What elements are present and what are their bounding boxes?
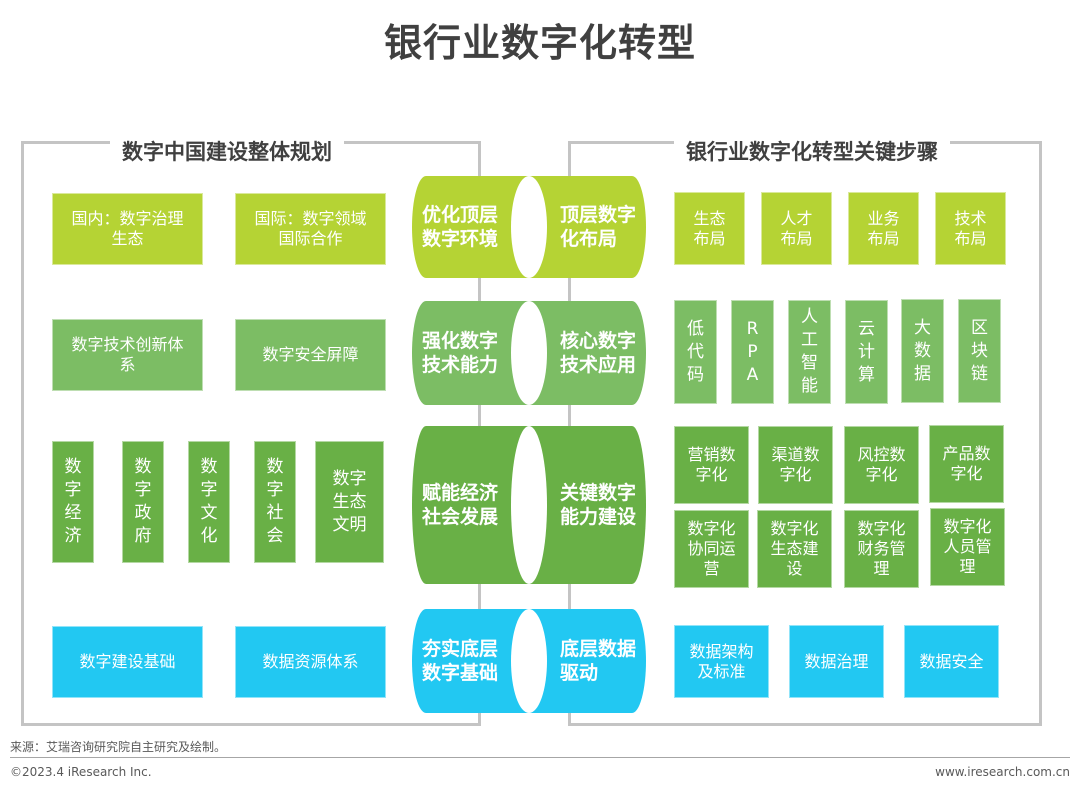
- left-row2-box-1: 数字技术创新体系: [52, 319, 203, 391]
- box-label: 数字化协同运营: [687, 519, 736, 578]
- box-label: 数字化财务管理: [857, 519, 906, 578]
- right-row3a-box-4: 产品数字化: [929, 425, 1004, 503]
- box-label: 人工智能: [801, 307, 818, 396]
- box-label: 低代码: [687, 318, 704, 385]
- right-row2-box-2: RPA: [731, 300, 774, 404]
- right-row3a-box-2: 渠道数字化: [758, 426, 833, 504]
- box-label: 技术布局: [954, 208, 987, 248]
- box-label: 数字经济: [64, 457, 82, 546]
- right-row4-box-2: 数据治理: [789, 625, 884, 698]
- right-row2-box-3: 人工智能: [788, 300, 831, 404]
- box-label: 国际：数字领域国际合作: [254, 209, 367, 248]
- box-label: 数据资源体系: [262, 652, 359, 671]
- cylinder-divider-ellipse: [511, 176, 547, 278]
- cylinder-right-label: 底层数据 驱动: [560, 638, 637, 684]
- box-label: 数字化人员管理: [943, 517, 992, 576]
- box-label: 人才布局: [780, 208, 813, 248]
- copyright: ©2023.4 iResearch Inc.: [10, 765, 152, 779]
- right-row3b-box-4: 数字化人员管理: [930, 508, 1005, 586]
- right-row1-box-4: 技术布局: [935, 192, 1006, 265]
- box-label: 渠道数字化: [771, 445, 820, 484]
- box-label: 数字建设基础: [79, 652, 176, 671]
- left-row2-box-2: 数字安全屏障: [235, 319, 386, 391]
- cylinder-left-label: 夯实底层 数字基础: [422, 638, 499, 684]
- box-label: 数字化生态建设: [770, 519, 819, 578]
- cylinder-2: [412, 301, 646, 405]
- box-label: 数字技术创新体系: [71, 335, 184, 374]
- source-note: 来源：艾瑞咨询研究院自主研究及绘制。: [10, 740, 227, 754]
- left-panel-heading: 数字中国建设整体规划: [110, 136, 344, 166]
- cylinder-divider-ellipse: [511, 301, 547, 405]
- left-row3-box-1: 数字经济: [52, 441, 94, 563]
- cylinder-divider-ellipse: [511, 609, 547, 713]
- cylinder-right-label: 关键数字 能力建设: [560, 482, 637, 528]
- footer-divider: [10, 757, 1070, 758]
- right-row3b-box-3: 数字化财务管理: [844, 510, 919, 588]
- right-row2-box-5: 大数据: [901, 299, 944, 403]
- left-row3-box-3: 数字文化: [188, 441, 230, 563]
- right-row4-box-1: 数据架构及标准: [674, 625, 769, 698]
- box-label: 数字政府: [134, 457, 152, 546]
- box-label: 营销数字化: [687, 445, 736, 484]
- right-row2-box-6: 区块链: [958, 299, 1001, 403]
- box-label: 云计算: [858, 318, 875, 385]
- box-label: 国内：数字治理生态: [71, 209, 184, 248]
- left-row4-box-1: 数字建设基础: [52, 626, 203, 698]
- cylinder-left-label: 赋能经济 社会发展: [422, 482, 499, 528]
- cylinder-3: [412, 426, 646, 584]
- cylinder-divider-ellipse: [511, 426, 547, 584]
- box-label: 大数据: [914, 317, 931, 384]
- box-label: 区块链: [971, 317, 988, 384]
- box-label: 风控数字化: [857, 445, 906, 484]
- right-row3a-box-1: 营销数字化: [674, 426, 749, 504]
- right-row3b-box-1: 数字化协同运营: [674, 510, 749, 588]
- left-row3-box-5: 数字生态文明: [315, 441, 384, 563]
- right-row1-box-1: 生态布局: [674, 192, 745, 265]
- box-label: 生态布局: [693, 208, 726, 248]
- left-row1-box-1: 国内：数字治理生态: [52, 193, 203, 265]
- right-row1-box-3: 业务布局: [848, 192, 919, 265]
- right-row2-box-4: 云计算: [845, 300, 888, 404]
- left-row3-box-2: 数字政府: [122, 441, 164, 563]
- box-label: 数字文化: [200, 457, 218, 546]
- cylinder-left-label: 优化顶层 数字环境: [422, 204, 499, 250]
- website-link[interactable]: www.iresearch.com.cn: [935, 765, 1070, 779]
- box-label: 数据治理: [804, 651, 869, 671]
- box-label: 数字社会: [266, 457, 284, 546]
- page-title: 银行业数字化转型: [383, 21, 696, 65]
- cylinder-right-label: 顶层数字 化布局: [560, 204, 637, 250]
- cylinder-right-label: 核心数字 技术应用: [560, 330, 637, 376]
- box-label: 业务布局: [867, 208, 900, 248]
- box-label: RPA: [746, 318, 759, 385]
- cylinder-1: [412, 176, 646, 278]
- cylinder-4: [412, 609, 646, 713]
- right-row1-box-2: 人才布局: [761, 192, 832, 265]
- right-row2-box-1: 低代码: [674, 300, 717, 404]
- left-row1-box-2: 国际：数字领域国际合作: [235, 193, 386, 265]
- box-label: 产品数字化: [942, 444, 991, 483]
- box-label: 数字生态文明: [332, 468, 367, 535]
- left-row4-box-2: 数据资源体系: [235, 626, 386, 698]
- right-panel-heading: 银行业数字化转型关键步骤: [674, 136, 950, 166]
- right-row4-box-3: 数据安全: [904, 625, 999, 698]
- box-label: 数字安全屏障: [262, 345, 359, 364]
- right-row3b-box-2: 数字化生态建设: [757, 510, 832, 588]
- left-row3-box-4: 数字社会: [254, 441, 296, 563]
- cylinder-left-label: 强化数字 技术能力: [422, 330, 499, 376]
- box-label: 数据架构及标准: [689, 641, 754, 681]
- right-row3a-box-3: 风控数字化: [844, 426, 919, 504]
- box-label: 数据安全: [919, 651, 984, 671]
